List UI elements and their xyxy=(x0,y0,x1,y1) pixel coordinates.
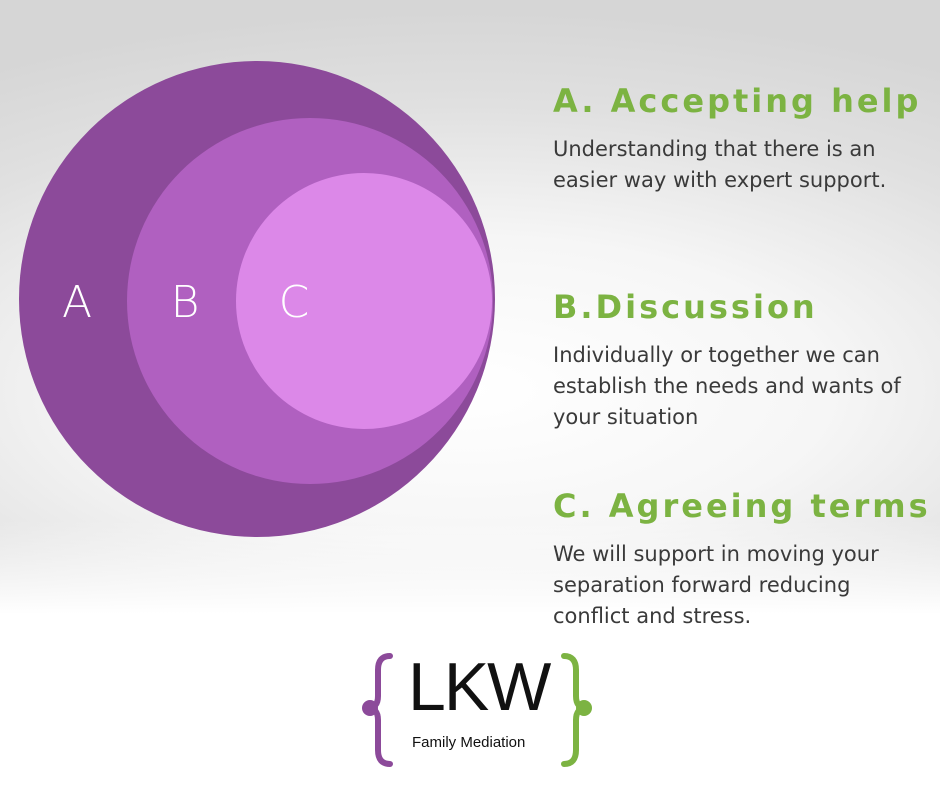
logo-wordmark: LKW xyxy=(408,649,551,725)
step-b-title: B.Discussion xyxy=(553,288,818,326)
logo-subtitle: Family Mediation xyxy=(412,734,526,751)
lkw-logo: LKW Family Mediation xyxy=(356,650,596,770)
step-b: B.Discussion Individually or together we… xyxy=(553,288,933,433)
circle-b-label: B xyxy=(171,277,200,328)
step-a-title: A. Accepting help xyxy=(553,82,922,120)
step-b-text: Individually or together we can establis… xyxy=(553,343,901,429)
background-fade xyxy=(0,520,940,788)
right-brace-icon xyxy=(561,653,592,767)
step-a-text: Understanding that there is an easier wa… xyxy=(553,137,887,192)
nested-circles-diagram: A B C xyxy=(19,61,495,537)
circle-c-label: C xyxy=(279,277,310,328)
step-c: C. Agreeing terms We will support in mov… xyxy=(553,487,933,632)
circle-c xyxy=(236,173,492,429)
step-c-text: We will support in moving your separatio… xyxy=(553,542,879,628)
circle-a-label: A xyxy=(62,277,92,328)
step-a: A. Accepting help Understanding that the… xyxy=(553,82,933,196)
step-c-title: C. Agreeing terms xyxy=(553,487,931,525)
left-brace-icon xyxy=(362,653,393,767)
